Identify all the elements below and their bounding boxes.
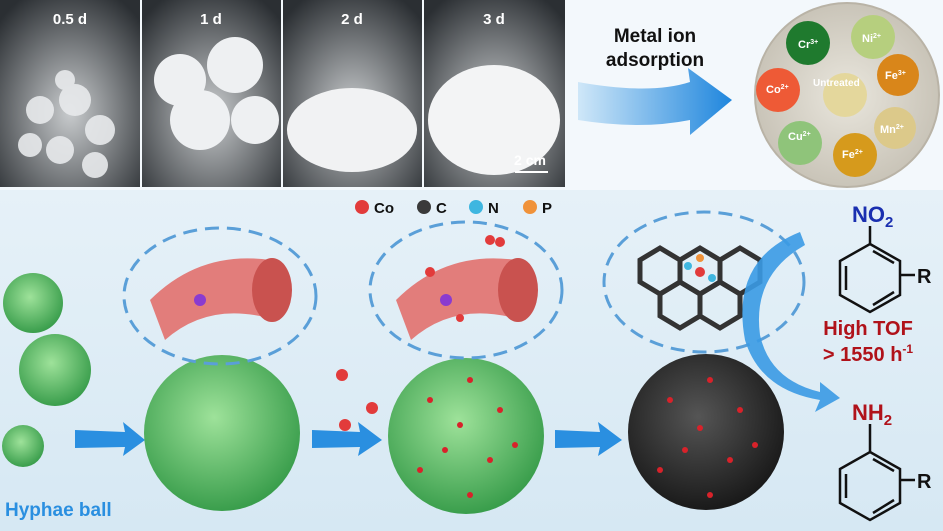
ion-spot xyxy=(833,133,877,177)
adsorption-label: Metal ion xyxy=(614,26,696,47)
tof-value: > 1550 h-1 xyxy=(823,342,914,366)
photo-2d: 2 d xyxy=(283,0,422,187)
reaction-arrow-icon xyxy=(742,232,840,412)
petri-dish: Cr3+ Ni2+ Fe3+ Mn2+ Fe2+ Cu2+ Co2+ Untre… xyxy=(754,2,940,188)
substituent-r: R xyxy=(917,471,932,493)
arrow-icon xyxy=(578,68,732,135)
process-arrows xyxy=(75,422,622,456)
nitrobenzene-structure xyxy=(838,226,915,314)
photo-label: 2 d xyxy=(341,11,363,28)
legend-dot-p xyxy=(523,200,537,214)
scale-bar-label: 2 cm xyxy=(514,152,546,168)
legend-label: N xyxy=(488,200,499,217)
culture-photos: 0.5 d 1 d 2 d 3 d 2 cm xyxy=(0,0,565,187)
legend-label: Co xyxy=(374,200,394,217)
ion-label: Co2+ xyxy=(766,84,789,96)
substituent-r: R xyxy=(917,266,932,288)
photo-1d: 1 d xyxy=(142,0,281,187)
ion-spot xyxy=(823,73,867,117)
legend-label: P xyxy=(542,200,552,217)
amino-group-label: NH2 xyxy=(852,400,892,429)
ion-spot xyxy=(877,54,919,96)
photo-label: 0.5 d xyxy=(53,11,87,28)
element-legend: Co C N P xyxy=(355,200,552,217)
ion-label: Mn2+ xyxy=(880,124,904,136)
arrow-icon xyxy=(555,422,622,456)
hyphae-ball xyxy=(144,355,300,511)
co-ions xyxy=(336,369,378,431)
small-hyphae-balls xyxy=(2,273,91,467)
aniline-structure xyxy=(838,424,915,522)
hypha-fiber xyxy=(150,258,292,340)
ion-spot xyxy=(756,68,800,112)
legend-dot-c xyxy=(417,200,431,214)
tof-label: High TOF xyxy=(823,318,913,340)
ion-label: Fe3+ xyxy=(885,70,906,82)
legend-dot-co xyxy=(355,200,369,214)
ion-label: Cr3+ xyxy=(798,39,818,51)
zoom-insets xyxy=(122,210,806,366)
ion-spot xyxy=(778,121,822,165)
hyphae-ball-label: Hyphae ball xyxy=(5,500,112,521)
photo-3d: 3 d 2 cm xyxy=(424,0,565,187)
ion-label: Ni2+ xyxy=(862,33,881,45)
co-loaded-fiber xyxy=(396,235,538,340)
legend-label: C xyxy=(436,200,447,217)
ion-spot xyxy=(786,21,830,65)
nitro-group-label: NO2 xyxy=(852,202,893,231)
photo-0-5d: 0.5 d xyxy=(0,0,140,187)
arrow-icon xyxy=(312,422,382,456)
carbonized-ball xyxy=(628,354,784,510)
photo-label: 3 d xyxy=(483,11,505,28)
ion-label: Cu2+ xyxy=(788,131,811,143)
ion-spot xyxy=(851,15,895,59)
legend-dot-n xyxy=(469,200,483,214)
arrow-icon xyxy=(75,422,145,456)
ion-label: Fe2+ xyxy=(842,149,863,161)
co-loaded-ball xyxy=(388,358,544,514)
adsorption-label: adsorption xyxy=(606,50,704,71)
ion-spot xyxy=(874,107,916,149)
photo-label: 1 d xyxy=(200,11,222,28)
untreated-label: Untreated xyxy=(813,78,860,89)
